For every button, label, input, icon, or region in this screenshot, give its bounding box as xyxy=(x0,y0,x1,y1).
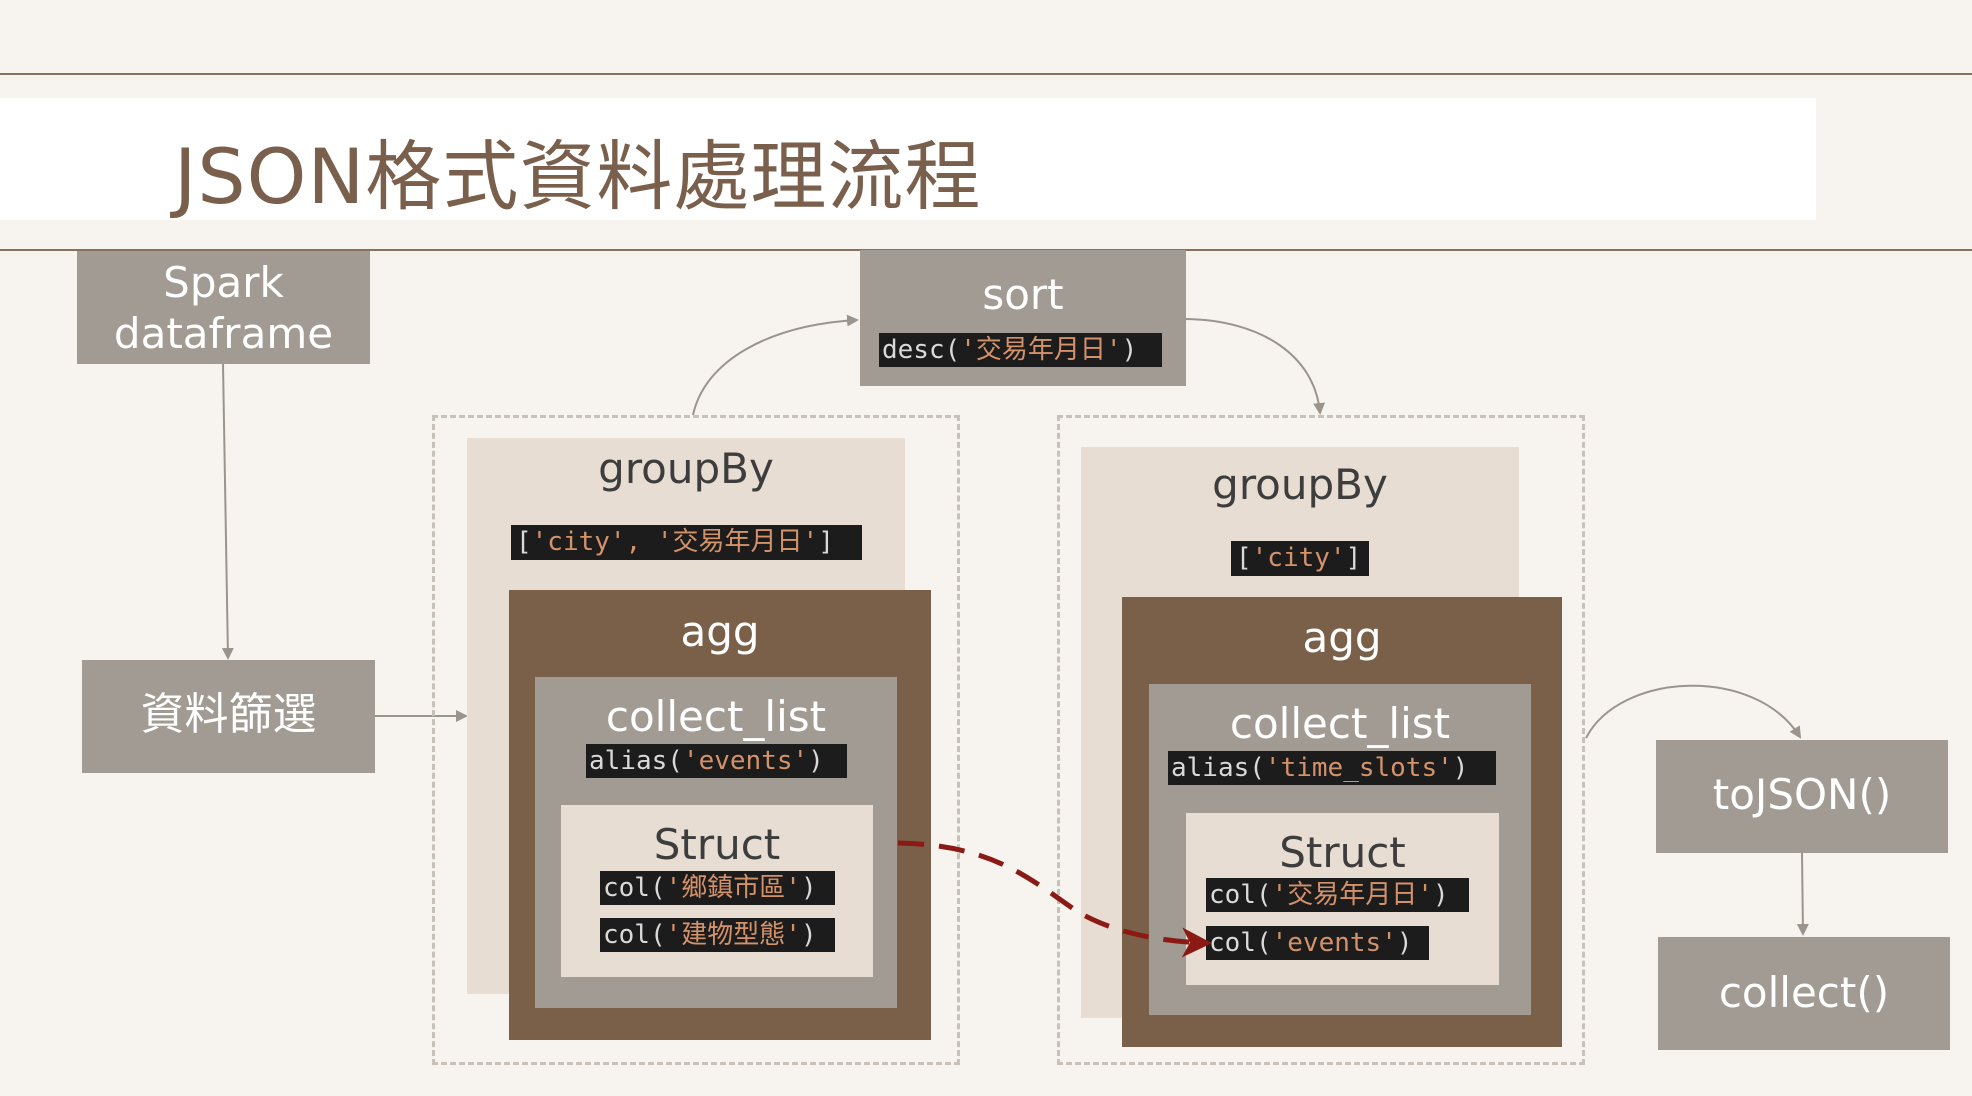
group2-col1-code: col('交易年月日') xyxy=(1206,878,1469,912)
tojson-label: toJSON() xyxy=(1712,770,1892,819)
spark-dataframe-label: Spark dataframe xyxy=(113,258,334,358)
group1-struct-label: Struct xyxy=(653,820,781,869)
sort-label: sort xyxy=(982,270,1064,319)
group2-frame xyxy=(1057,415,1585,1065)
filter-box: 資料篩選 xyxy=(82,660,375,773)
group1-groupby-label: groupBy xyxy=(598,444,774,493)
collect-box: collect() xyxy=(1658,937,1950,1050)
group2-groupby-label: groupBy xyxy=(1212,460,1388,509)
group2-collect-label: collect_list xyxy=(1229,699,1451,748)
collect-label: collect() xyxy=(1718,968,1890,1017)
group1-alias-code: alias('events') xyxy=(586,744,847,778)
group2-agg-label: agg xyxy=(1302,613,1382,662)
group2-col2-code: col('events') xyxy=(1206,926,1429,960)
arrow-sort-to-group2 xyxy=(1185,318,1326,415)
arrow-tojson-to-collect xyxy=(1796,852,1809,936)
group1-col1-code: col('鄉鎮市區') xyxy=(600,871,835,905)
tojson-box: toJSON() xyxy=(1656,740,1948,853)
sort-code: desc('交易年月日') xyxy=(879,333,1162,367)
group2-keys-code: ['city'] xyxy=(1231,541,1369,576)
spark-dataframe-box: Spark dataframe xyxy=(77,251,370,364)
arrow-spark-to-filter xyxy=(221,363,234,660)
group1-frame xyxy=(432,415,960,1065)
arrow-group1-to-sort xyxy=(692,314,859,416)
group1-agg-label: agg xyxy=(680,607,760,656)
group1-keys-code: ['city', '交易年月日'] xyxy=(511,525,862,560)
arrow-group2-to-tojson xyxy=(1585,684,1802,739)
group1-collect-label: collect_list xyxy=(605,692,827,741)
top-rule xyxy=(0,73,1972,75)
group1-col2-code: col('建物型態') xyxy=(600,918,835,952)
title-band xyxy=(0,98,1816,220)
group2-alias-code: alias('time_slots') xyxy=(1168,751,1496,785)
page-title: JSON格式資料處理流程 xyxy=(174,132,982,221)
group2-struct-label: Struct xyxy=(1279,828,1406,877)
filter-label: 資料篩選 xyxy=(140,689,317,740)
